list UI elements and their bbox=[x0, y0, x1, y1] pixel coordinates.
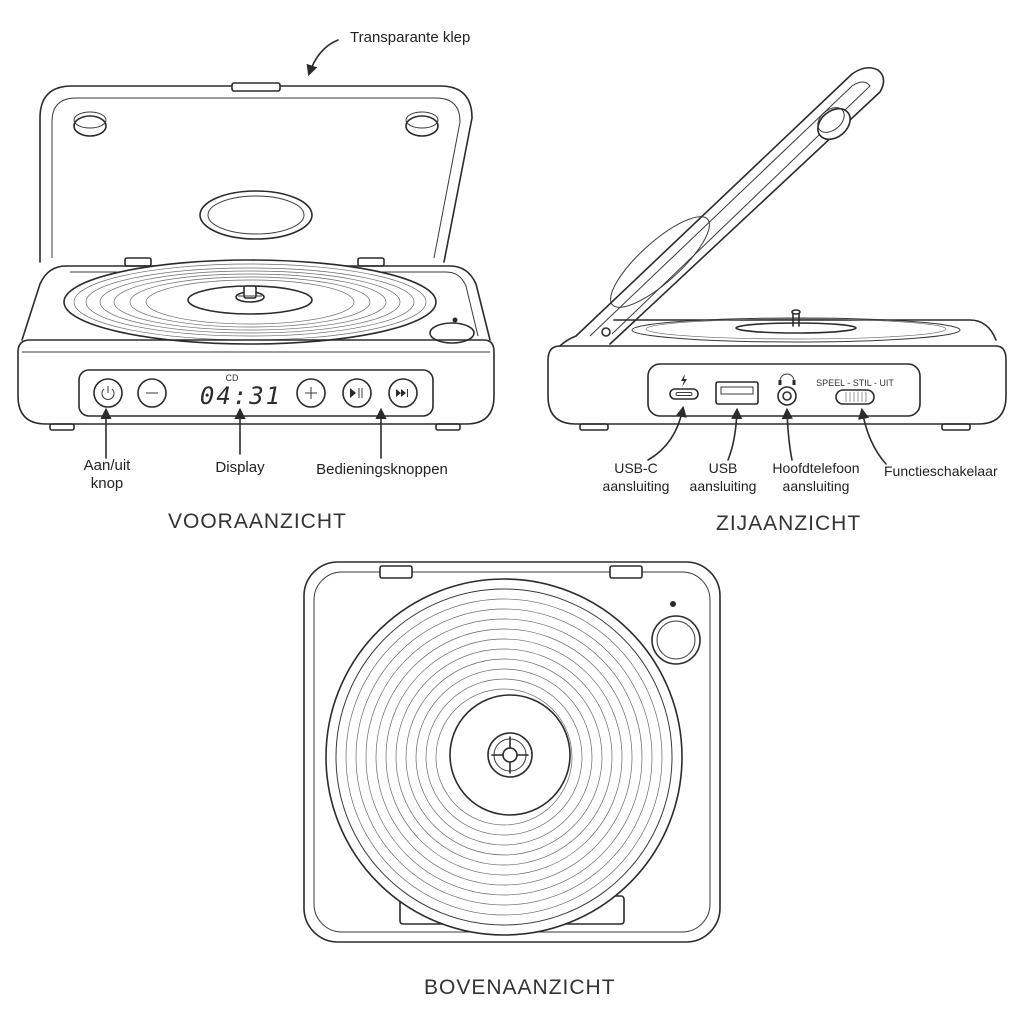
side-base bbox=[547, 345, 1007, 425]
usb-label: USB aansluiting bbox=[688, 459, 758, 495]
headphone-label-line2: aansluiting bbox=[782, 478, 850, 494]
front-view-title: VOORAANZICHT bbox=[168, 510, 347, 533]
side-lid bbox=[575, 66, 885, 345]
switch-legend-text: SPEEL - STIL - UIT bbox=[816, 378, 894, 388]
plus-icon bbox=[305, 387, 317, 399]
usbc-callout-arrow bbox=[647, 405, 687, 461]
usbc-label: USB-C aansluiting bbox=[596, 459, 676, 495]
power-label-line2: knop bbox=[90, 475, 124, 492]
function-switch bbox=[835, 389, 875, 405]
front-control-panel bbox=[78, 369, 434, 417]
usbc-label-line1: USB-C bbox=[614, 460, 658, 476]
headphone-callout-arrow bbox=[781, 407, 793, 461]
display-label: Display bbox=[215, 459, 265, 476]
skip-forward-button bbox=[388, 378, 418, 408]
play-pause-icon bbox=[350, 388, 363, 398]
display-time-text: 04:31 bbox=[200, 382, 282, 410]
front-lid bbox=[39, 85, 473, 263]
function-switch-label: Functieschakelaar bbox=[884, 463, 998, 479]
power-label: Aan/uit knop bbox=[66, 457, 148, 493]
side-view-title: ZIJAANZICHT bbox=[716, 512, 862, 535]
top-knob bbox=[651, 615, 701, 665]
controls-label: Bedieningsknoppen bbox=[316, 461, 448, 478]
lid-label: Transparante klep bbox=[350, 29, 471, 46]
headphone-label-line1: Hoofdtelefoon bbox=[772, 460, 860, 476]
usb-label-line1: USB bbox=[708, 460, 738, 476]
usb-callout-arrow bbox=[727, 407, 743, 461]
lightning-icon bbox=[681, 374, 687, 387]
top-view-title: BOVENAANZICHT bbox=[424, 976, 616, 999]
front-base bbox=[17, 339, 495, 425]
front-view: CD 04:31 bbox=[17, 39, 495, 459]
minus-button bbox=[137, 378, 167, 408]
headphone-icon bbox=[778, 373, 796, 385]
lid-window bbox=[199, 190, 313, 240]
side-view: SPEEL - STIL - UIT bbox=[547, 66, 1007, 465]
power-icon bbox=[101, 386, 115, 400]
switch-callout-arrow bbox=[858, 407, 887, 465]
plus-button bbox=[296, 378, 326, 408]
top-record bbox=[325, 578, 683, 936]
skip-forward-icon bbox=[396, 389, 408, 397]
lid-callout-arrow bbox=[306, 39, 339, 77]
headphone-jack bbox=[777, 386, 797, 406]
headphone-label: Hoofdtelefoon aansluiting bbox=[770, 459, 862, 495]
usb-label-line2: aansluiting bbox=[689, 478, 757, 494]
power-label-line1: Aan/uit bbox=[83, 457, 131, 474]
front-record bbox=[63, 259, 437, 345]
top-view bbox=[303, 561, 721, 943]
power-button bbox=[93, 378, 123, 408]
usb-port bbox=[715, 381, 759, 405]
usbc-port bbox=[669, 388, 699, 400]
usbc-label-line2: aansluiting bbox=[602, 478, 670, 494]
play-pause-button bbox=[342, 378, 372, 408]
display-mode-text: CD bbox=[226, 373, 239, 383]
